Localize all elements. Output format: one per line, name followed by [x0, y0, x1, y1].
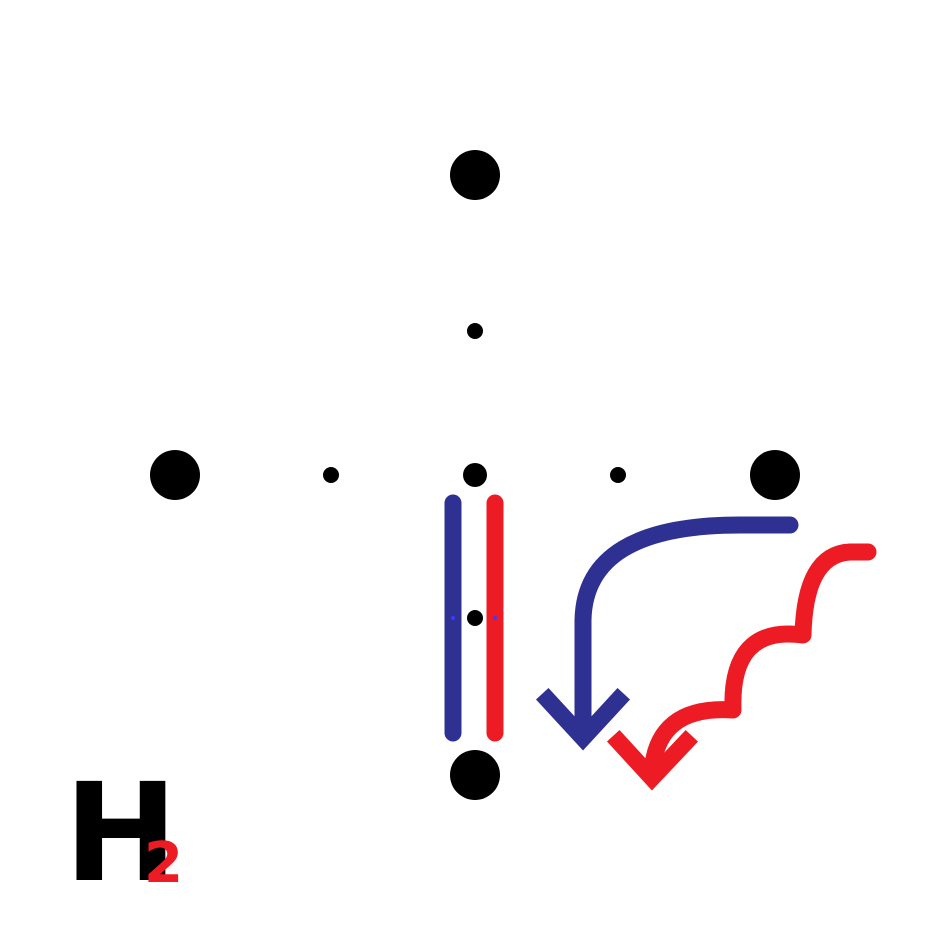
red-arrowhead [606, 729, 699, 791]
node-large-top [450, 150, 500, 200]
node-center [463, 463, 487, 487]
node-small-left [323, 467, 339, 483]
node-small-right [610, 467, 626, 483]
red-stepped-arrow [643, 543, 877, 784]
node-large-bottom [450, 750, 500, 800]
blue-curved-arrow [574, 516, 799, 744]
node-small-lower [467, 610, 483, 626]
red-bar-dot [493, 616, 497, 620]
blue-bar-dot [451, 616, 455, 620]
formula-subscript: 2 [144, 831, 183, 896]
node-large-left [150, 450, 200, 500]
formula-symbol: H [64, 755, 178, 913]
node-large-right [750, 450, 800, 500]
blue-arrowhead [535, 687, 631, 751]
node-small-upper [467, 323, 483, 339]
